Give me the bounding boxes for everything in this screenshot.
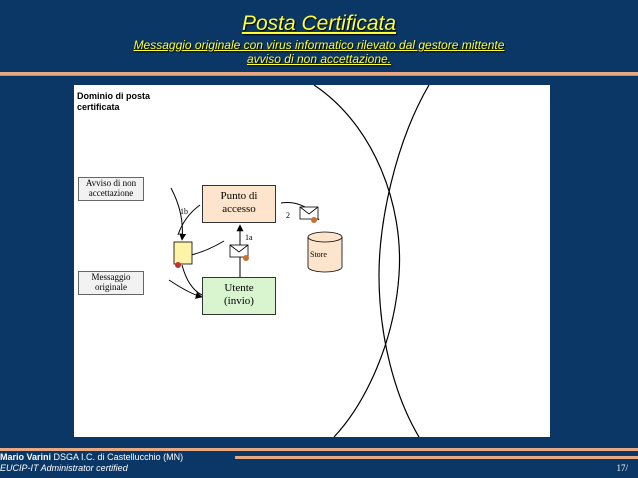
slide-subtitle: Messaggio originale con virus informatic… <box>0 38 638 66</box>
diagram-canvas <box>168 85 430 437</box>
arrow-access-to-document <box>177 204 201 236</box>
author-name: Mario Varini <box>0 452 52 462</box>
label-1a: 1a <box>245 233 253 242</box>
notice-box: Avviso di non accettazione <box>78 177 144 201</box>
header-divider <box>0 72 638 75</box>
page-number: 17/ <box>616 463 628 473</box>
envelope-icon-2 <box>299 206 319 223</box>
subtitle-line-2: avviso di non accettazione. <box>246 52 392 66</box>
domain-boundary-right <box>378 85 430 437</box>
author-certification: EUCIP-IT Administrator certified <box>0 463 128 473</box>
domain-boundary-left <box>313 85 401 437</box>
footer-divider-right <box>235 456 638 459</box>
envelope-icon-1a <box>229 244 249 261</box>
store-cylinder <box>307 231 343 273</box>
footer: Mario Varini DSGA I.C. di Castellucchio … <box>0 452 183 474</box>
label-1b: 1b <box>180 207 188 216</box>
user-node-line-2: (invio) <box>224 295 254 307</box>
author-affiliation: DSGA I.C. di Castellucchio (MN) <box>53 452 184 462</box>
slide-title: Posta Certificata <box>241 12 397 35</box>
original-message-box: Messaggio originale <box>78 271 144 295</box>
user-node-line-1: Utente <box>224 282 254 294</box>
footer-line-2: EUCIP-IT Administrator certified <box>0 463 183 474</box>
header-divider-shadow <box>0 75 638 76</box>
domain-label: Dominio di posta certificata <box>77 91 150 112</box>
document-icon <box>173 241 193 265</box>
arc-to-user <box>181 264 203 296</box>
footer-divider <box>0 448 638 451</box>
virus-icon-doc <box>175 262 181 268</box>
label-2: 2 <box>286 211 290 220</box>
access-point-node: Punto di accesso <box>202 185 276 223</box>
footer-line-1: Mario Varini DSGA I.C. di Castellucchio … <box>0 452 183 463</box>
arrow-original-to-user <box>168 279 203 299</box>
diagram-panel: Dominio di posta certificata Avviso di n… <box>74 85 550 437</box>
subtitle-line-1: Messaggio originale con virus informatic… <box>133 38 505 52</box>
store-label: Store <box>310 250 327 259</box>
arrow-notice-to-document <box>170 187 187 241</box>
user-node: Utente (invio) <box>202 277 276 315</box>
